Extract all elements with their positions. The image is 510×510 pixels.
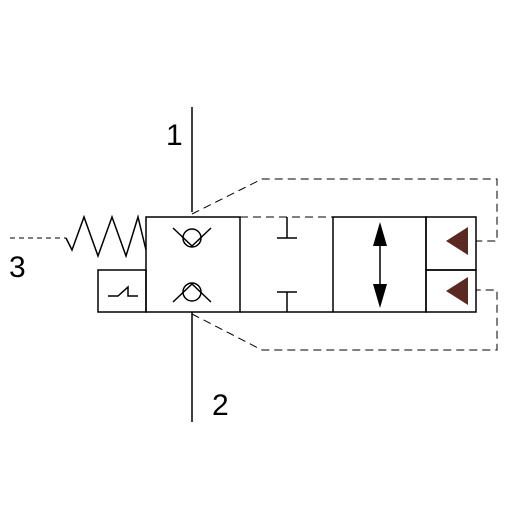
arrow-up-head bbox=[373, 222, 387, 246]
pilot-arrow-bottom bbox=[446, 277, 468, 305]
pilot-line-top bbox=[191, 178, 498, 242]
pilot-arrow-top bbox=[446, 227, 468, 255]
check-valve-top-ball bbox=[182, 228, 202, 248]
switch-symbol bbox=[108, 285, 138, 297]
manual-override-box bbox=[97, 269, 147, 313]
pilot-line-bottom bbox=[191, 289, 498, 351]
port-1-label: 1 bbox=[166, 119, 183, 152]
check-valve-top-seat bbox=[172, 227, 212, 248]
spring bbox=[65, 214, 147, 259]
check-valve-bottom-seat bbox=[172, 282, 212, 303]
port-3-label: 3 bbox=[9, 251, 26, 284]
pilot-block-bottom bbox=[425, 269, 477, 313]
port-2-label: 2 bbox=[212, 389, 229, 422]
check-valve-bottom-ball bbox=[182, 282, 202, 302]
check-valve-envelope bbox=[145, 216, 241, 313]
arrow-down-head bbox=[373, 284, 387, 308]
